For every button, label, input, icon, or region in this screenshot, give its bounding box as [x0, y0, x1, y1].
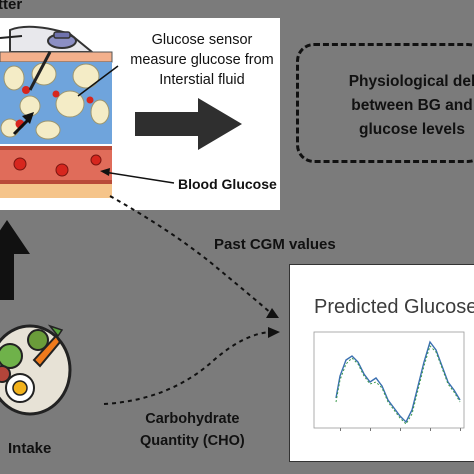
axis-ticks — [340, 428, 461, 431]
cgm-device-icon — [0, 25, 95, 53]
delay-line-2: between BG and — [351, 97, 473, 114]
delay-line-1: Physiological del — [348, 73, 474, 90]
food-plate-icon — [0, 324, 72, 416]
sensor-caption: Glucose sensor measure glucose from Inte… — [130, 32, 274, 88]
delay-box — [296, 43, 474, 163]
carb-flow-arrow — [103, 331, 271, 405]
carb-label: Carbohydrate Quantity (CHO) — [140, 408, 245, 452]
up-arrow-icon — [0, 220, 30, 300]
blood-cells — [13, 154, 102, 177]
prediction-plot — [313, 331, 465, 431]
delay-line-3: glucose levels — [359, 121, 465, 138]
transmitter-label: tter — [0, 0, 23, 13]
actual-trace — [335, 340, 461, 424]
skin-layer — [0, 51, 113, 63]
carb-line-2: Quantity (CHO) — [140, 433, 245, 449]
glucose-dots — [15, 86, 94, 129]
cgm-flow-arrow — [109, 195, 273, 315]
blood-pointer — [103, 171, 175, 184]
prediction-title: Predicted Glucose — [314, 296, 474, 318]
intake-label: Intake — [8, 440, 52, 457]
plot-frame — [313, 331, 465, 429]
carb-line-1: Carbohydrate — [145, 411, 240, 427]
predicted-trace — [335, 345, 461, 425]
prediction-panel — [289, 264, 474, 462]
sensor-pointer — [77, 65, 119, 97]
blood-glucose-label: Blood Glucose — [178, 176, 277, 192]
right-arrow-icon — [135, 98, 242, 150]
delay-text: Physiological del between BG and glucose… — [312, 70, 474, 142]
sensor-filament — [28, 51, 52, 91]
past-cgm-label: Past CGM values — [214, 236, 336, 253]
